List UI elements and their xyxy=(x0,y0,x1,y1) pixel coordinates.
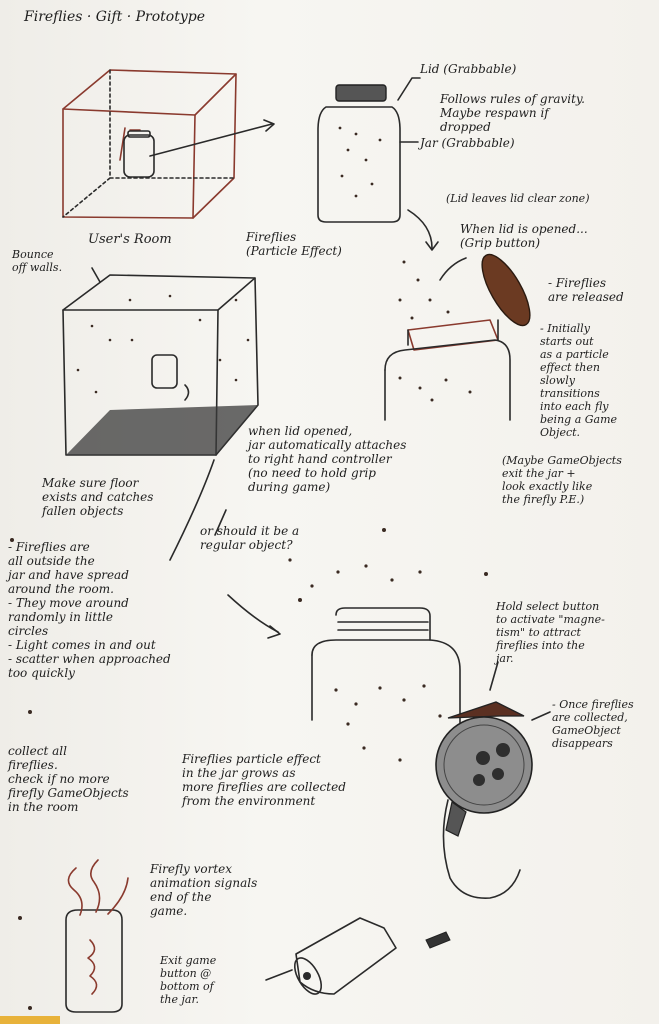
label-vortex: Firefly vortex animation signals end of … xyxy=(150,862,258,918)
label-when-lid: When lid is opened... (Grip button) xyxy=(460,222,588,250)
label-grows: Fireflies particle effect in the jar gro… xyxy=(182,752,346,808)
label-users-room: User's Room xyxy=(88,232,172,247)
label-released: - Fireflies are released xyxy=(548,276,624,304)
label-once: - Once fireflies are collected, GameObje… xyxy=(552,698,634,750)
label-hold-select: Hold select button to activate "magne- t… xyxy=(496,600,605,665)
tipped-jar-icon xyxy=(265,917,451,995)
label-collect: collect all fireflies. check if no more … xyxy=(8,744,129,814)
label-lid: Lid (Grabbable) xyxy=(420,62,517,76)
room-with-floor-icon xyxy=(62,274,259,561)
firefly-dots-icon xyxy=(10,126,488,1010)
open-jar-icon xyxy=(384,319,511,421)
label-gravity: Follows rules of gravity. Maybe respawn … xyxy=(440,92,585,134)
room-cube-icon xyxy=(62,69,275,219)
label-maybe-gameobjects: (Maybe GameObjects exit the jar + look e… xyxy=(502,454,622,506)
label-bounce: Bounce off walls. xyxy=(12,248,63,274)
open-lid-icon xyxy=(481,253,531,327)
label-fireflies-pe: Fireflies (Particle Effect) xyxy=(246,230,342,258)
label-initially: - Initially starts out as a particle eff… xyxy=(540,322,618,439)
vr-controller-icon xyxy=(435,661,551,899)
label-floor: Make sure floor exists and catches falle… xyxy=(42,476,154,518)
tape-strip xyxy=(0,1016,60,1024)
vortex-jar-icon xyxy=(65,859,129,1013)
label-lid-leaves: (Lid leaves lid clear zone) xyxy=(446,192,590,205)
label-jar: Jar (Grabbable) xyxy=(420,136,515,150)
label-attach: when lid opened, jar automatically attac… xyxy=(248,424,407,494)
page-title: Fireflies · Gift · Prototype xyxy=(24,9,206,25)
label-outside: - Fireflies are all outside the jar and … xyxy=(8,540,171,680)
collecting-jar-icon xyxy=(311,607,461,736)
label-regular: or should it be a regular object? xyxy=(200,524,300,552)
label-exit: Exit game button @ bottom of the jar. xyxy=(160,954,217,1006)
jar-icon xyxy=(317,77,421,223)
